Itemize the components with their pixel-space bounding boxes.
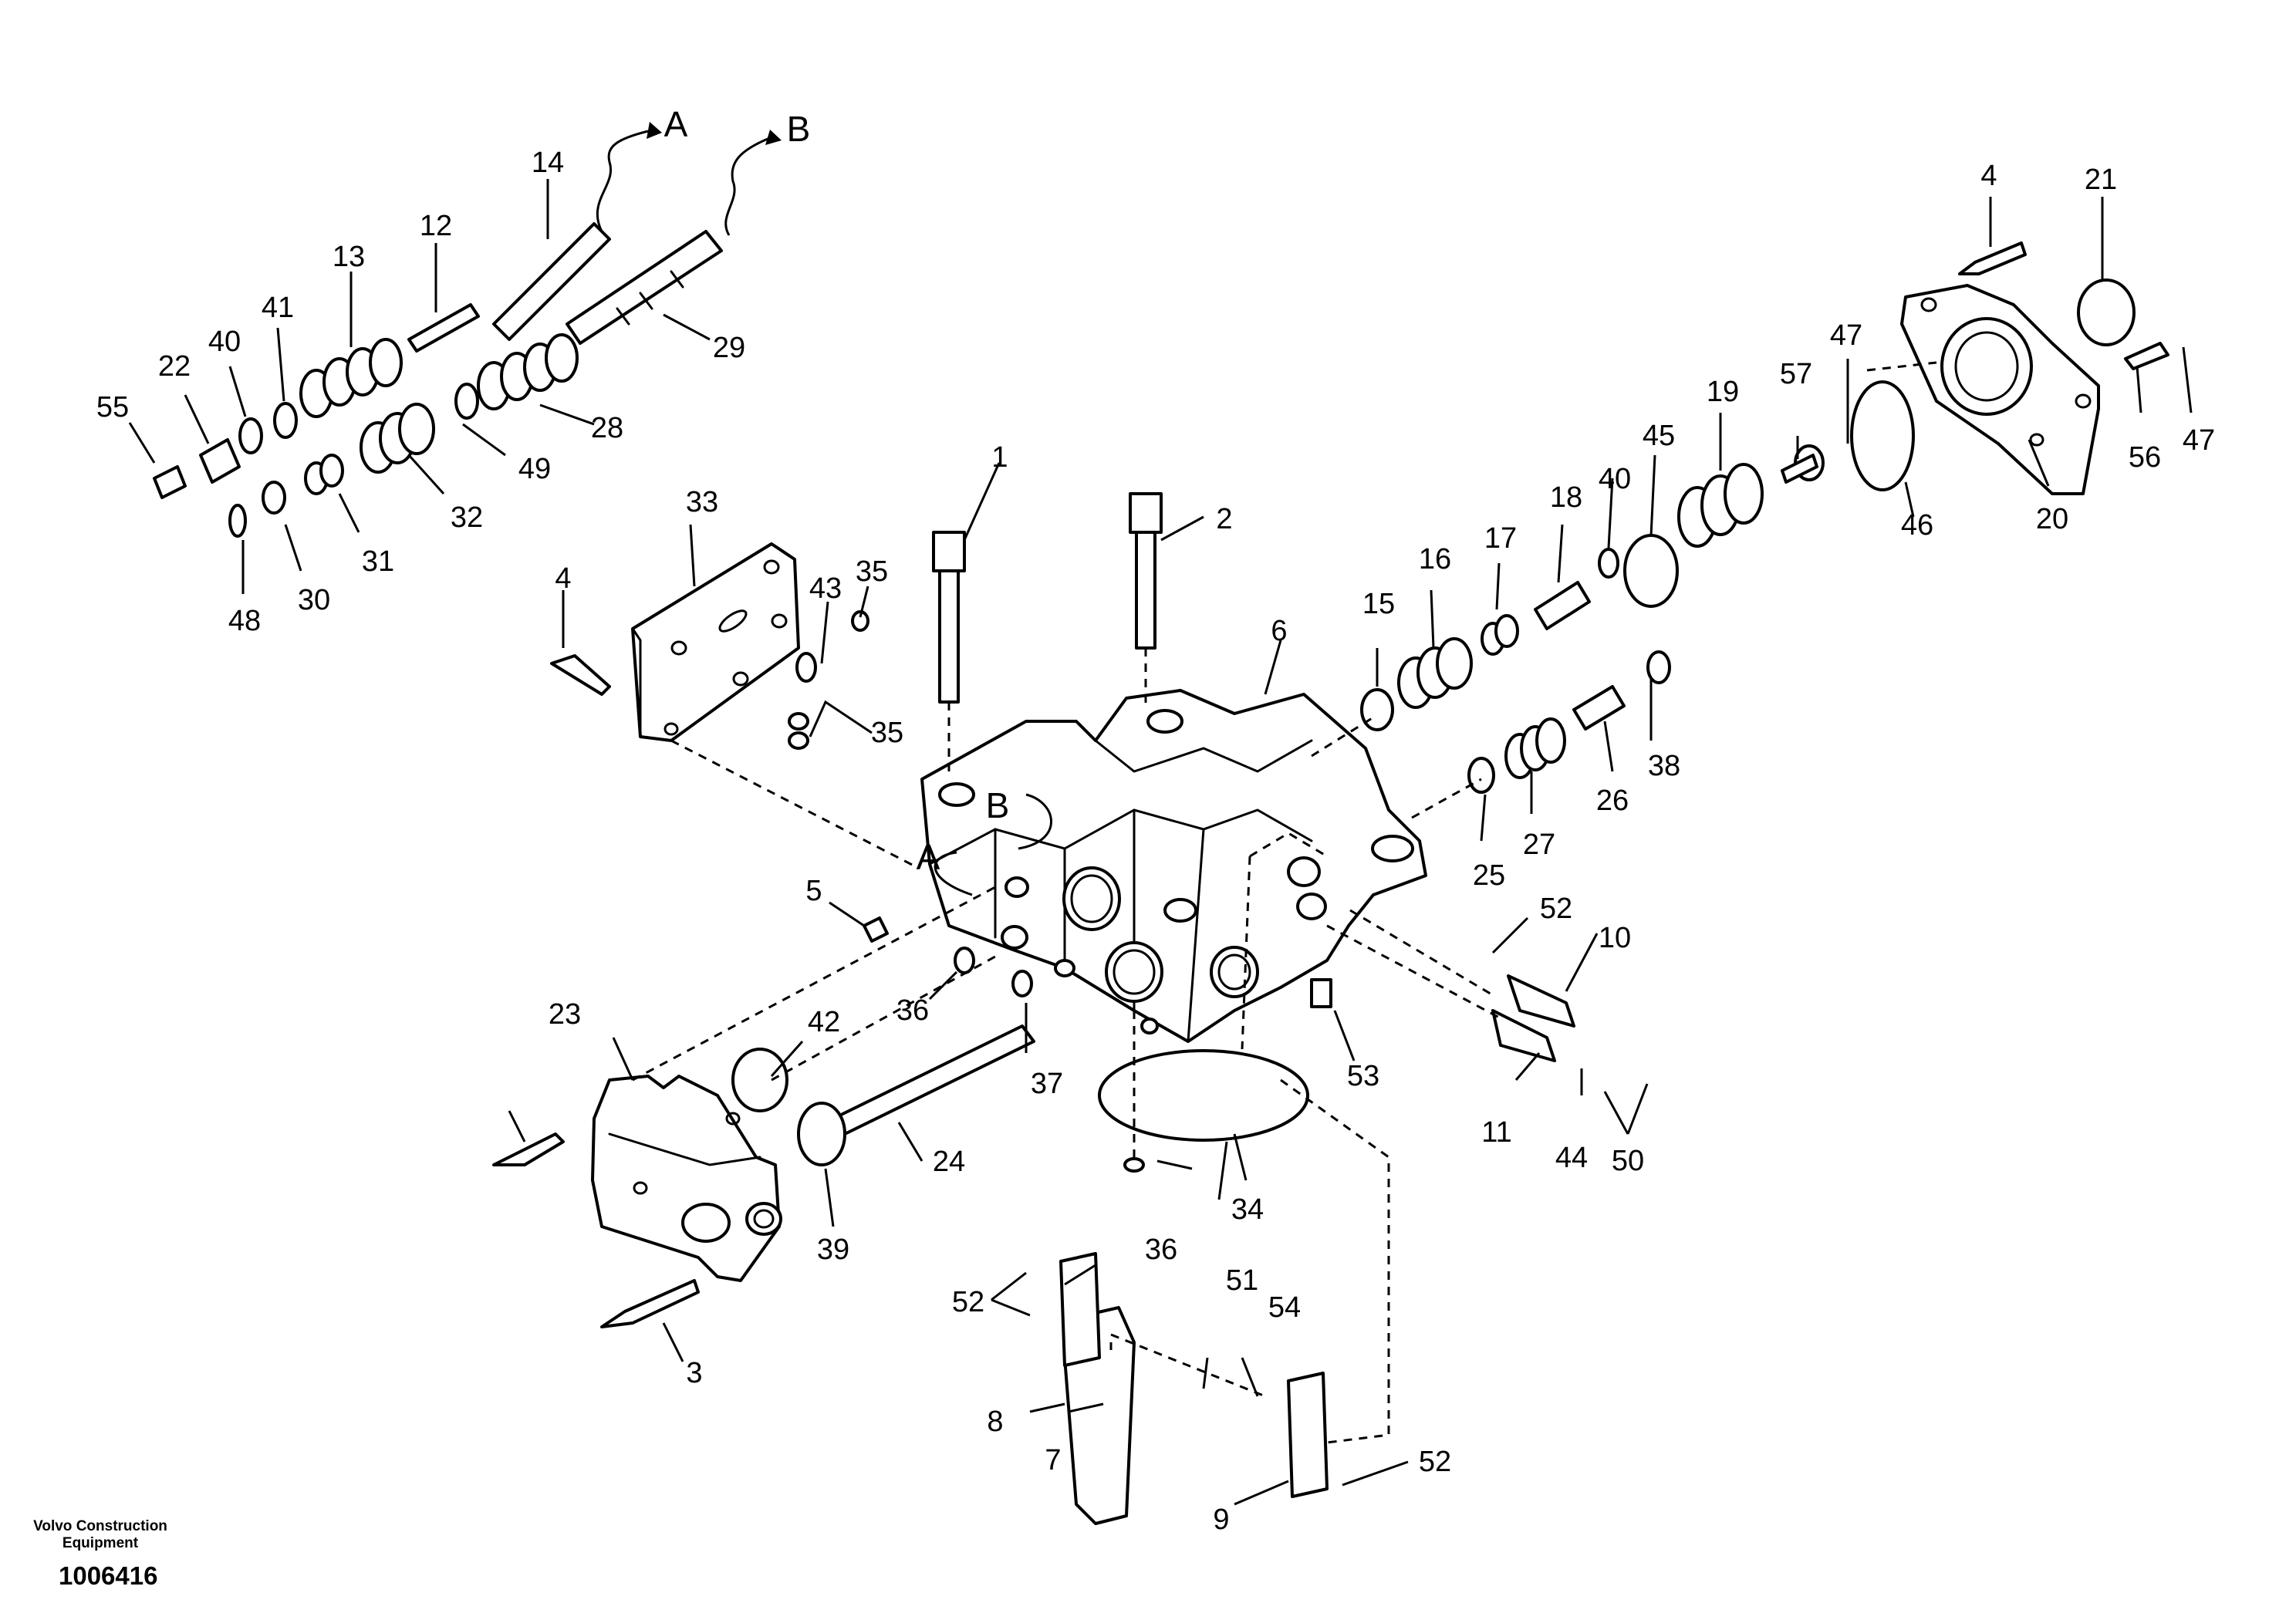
callout-5: 5 (805, 875, 822, 907)
callout-43: 43 (809, 572, 842, 605)
callout-41: 41 (262, 292, 294, 324)
callout-49: 49 (518, 453, 551, 485)
callout-35-bottom: 35 (871, 717, 903, 749)
callout-39: 39 (817, 1234, 849, 1266)
callout-23: 23 (549, 998, 581, 1031)
callout-48: 48 (228, 605, 261, 637)
callout-36-bottom: 36 (1145, 1234, 1177, 1266)
callout-40-right: 40 (1599, 463, 1631, 495)
flow-ref-b-housing: B (986, 785, 1010, 825)
callout-17: 17 (1484, 522, 1517, 555)
callout-55: 55 (96, 391, 129, 424)
callout-33: 33 (686, 486, 718, 518)
callout-12: 12 (420, 210, 452, 242)
callout-2: 2 (1216, 503, 1232, 535)
callout-37: 37 (1031, 1068, 1063, 1100)
valve-housing (920, 689, 1427, 1043)
callout-45: 45 (1643, 420, 1675, 452)
callout-38: 38 (1648, 750, 1680, 782)
end-cover (1900, 284, 2100, 495)
flow-reference-labels: A B B A (664, 104, 1010, 877)
callout-53: 53 (1347, 1060, 1379, 1092)
flow-ref-a-top: A (664, 104, 688, 144)
callout-47-right: 47 (2183, 424, 2215, 457)
callout-52-right: 52 (1540, 893, 1572, 925)
callout-52-bottom: 52 (1419, 1446, 1451, 1478)
flow-arrows (596, 122, 1052, 896)
callout-9: 9 (1213, 1504, 1229, 1536)
front-cover (591, 1075, 782, 1282)
callout-27: 27 (1523, 829, 1555, 861)
callout-24: 24 (933, 1146, 965, 1178)
callout-4-right: 4 (1980, 160, 1997, 192)
callout-4-left: 4 (555, 562, 571, 595)
callout-34: 34 (1231, 1193, 1264, 1226)
callout-44: 44 (1555, 1142, 1588, 1174)
callout-32: 32 (451, 501, 483, 534)
callout-47-top: 47 (1830, 319, 1862, 352)
callout-52-left: 52 (952, 1286, 984, 1318)
callout-16: 16 (1419, 543, 1451, 575)
callout-7: 7 (1045, 1444, 1061, 1477)
callout-13: 13 (333, 241, 365, 273)
callout-40: 40 (208, 326, 241, 358)
publisher-label: Volvo Construction Equipment (33, 1518, 167, 1551)
callout-22: 22 (158, 350, 191, 383)
callout-labels: 55 22 40 41 13 12 14 29 28 49 32 31 30 4… (96, 147, 2215, 1536)
callout-42: 42 (808, 1006, 840, 1038)
callout-18: 18 (1550, 481, 1582, 514)
callout-56: 56 (2129, 441, 2161, 474)
callout-35-top: 35 (856, 555, 888, 588)
callout-26: 26 (1596, 785, 1629, 817)
leader-lines (128, 179, 2193, 1506)
callout-25: 25 (1473, 859, 1505, 892)
callout-3: 3 (686, 1357, 702, 1389)
callout-10: 10 (1599, 922, 1631, 954)
callout-30: 30 (298, 584, 330, 616)
callout-8: 8 (987, 1406, 1003, 1438)
callout-15: 15 (1362, 588, 1395, 620)
callout-11: 11 (1481, 1116, 1511, 1149)
callout-29: 29 (713, 332, 745, 364)
callout-46: 46 (1901, 509, 1933, 542)
callout-31: 31 (362, 545, 394, 578)
callout-54: 54 (1268, 1291, 1301, 1324)
footer: Volvo Construction Equipment 1006416 (23, 1518, 177, 1591)
callout-1: 1 (991, 441, 1008, 474)
callout-50: 50 (1612, 1145, 1644, 1177)
callout-21: 21 (2085, 164, 2117, 196)
cover-plate (631, 542, 800, 742)
callout-6: 6 (1271, 615, 1287, 647)
image-number: 1006416 (59, 1561, 158, 1590)
flow-ref-a-housing: A (917, 837, 940, 877)
flow-ref-b-top: B (787, 109, 811, 149)
callout-20: 20 (2036, 503, 2068, 535)
callout-51: 51 (1226, 1264, 1258, 1297)
assembly-paths (632, 361, 1937, 1444)
callout-19: 19 (1707, 376, 1739, 408)
callout-28: 28 (591, 412, 623, 444)
callout-14: 14 (532, 147, 564, 179)
callout-57: 57 (1780, 358, 1812, 390)
callout-36-left: 36 (896, 994, 929, 1027)
spool-assemblies (153, 222, 2169, 1525)
